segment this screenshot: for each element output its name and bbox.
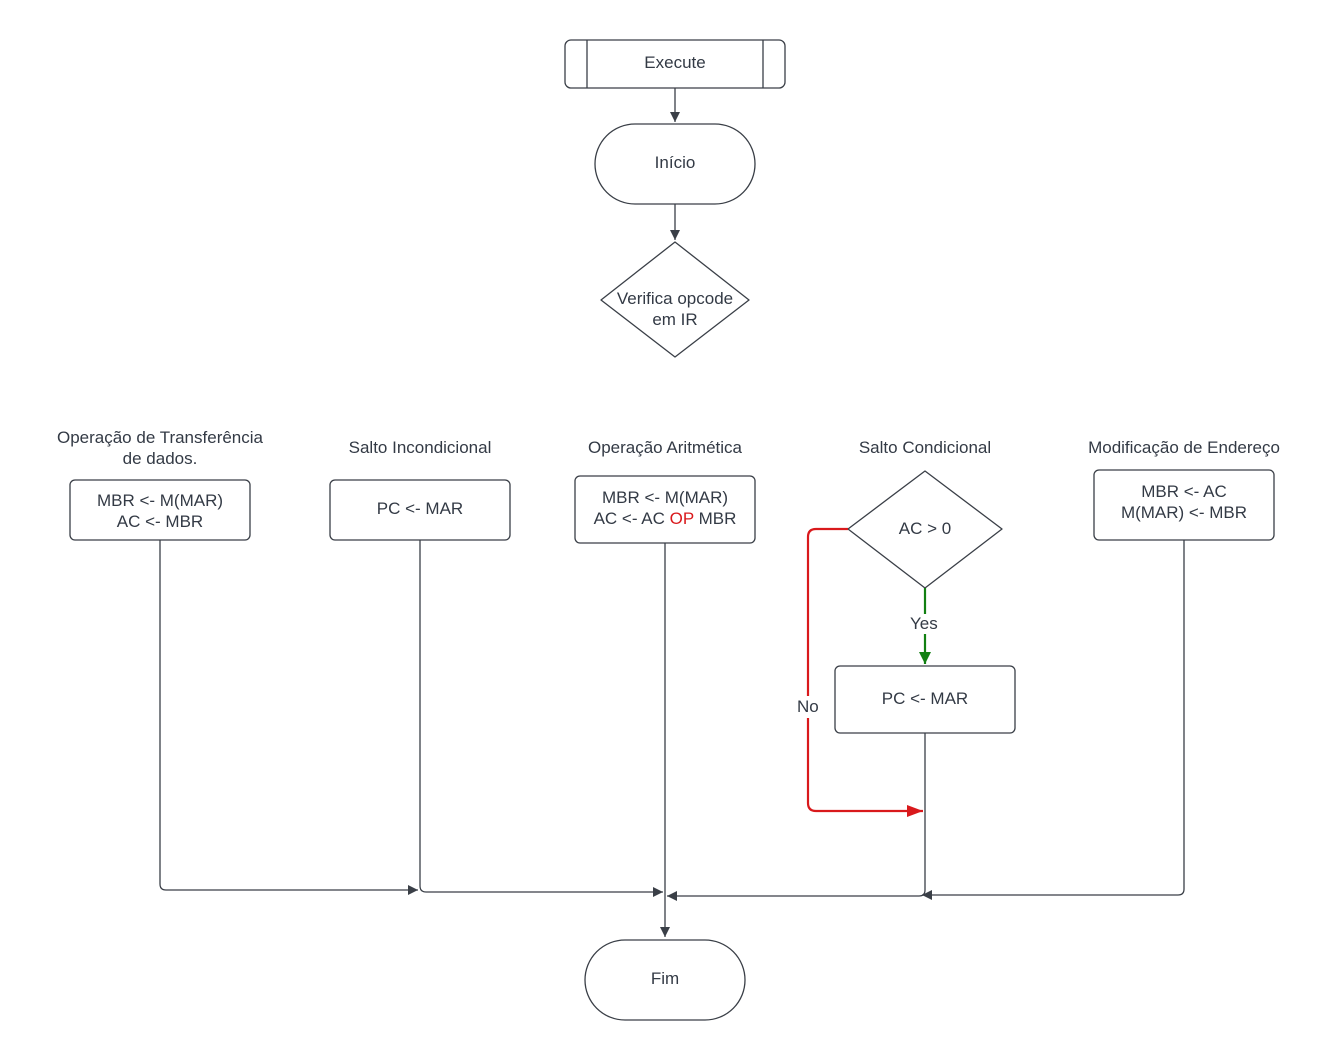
execute-label: Execute (644, 53, 706, 72)
fim-label: Fim (650, 969, 680, 988)
header-aritmetica: Operação Aritmética (587, 438, 742, 457)
salto-cond-action-label: PC <- MAR (881, 689, 969, 708)
verifica-label-line2: em IR (652, 310, 698, 329)
header-salto-condicional: Salto Condicional (858, 438, 992, 457)
header-transferencia-line2: de dados. (122, 449, 198, 468)
aritmetica-line1: MBR <- M(MAR) (601, 488, 729, 507)
execute-node (564, 39, 786, 89)
aritmetica-line2: AC <- AC OP MBR (575, 508, 755, 529)
transfer-label: MBR <- M(MAR) AC <- MBR (70, 490, 250, 532)
aritmetica-line2-a: AC <- AC (593, 509, 670, 528)
no-label: No (796, 696, 820, 718)
header-salto-incondicional: Salto Incondicional (348, 438, 492, 457)
fim-node (584, 939, 746, 1021)
edge-salto-inc-fim (419, 540, 663, 897)
modificacao-line2: M(MAR) <- MBR (1120, 503, 1248, 522)
verifica-label-line1: Verifica opcode (616, 289, 734, 308)
aritmetica-line2-b: MBR (693, 509, 737, 528)
op-highlight: OP (669, 509, 694, 528)
modificacao-label: MBR <- AC M(MAR) <- MBR (1094, 481, 1274, 523)
yes-label: Yes (908, 614, 940, 634)
header-transferencia-line1: Operação de Transferência (56, 428, 263, 447)
salto-inc-label: PC <- MAR (376, 499, 464, 518)
edge-no (806, 527, 923, 817)
header-transferencia: Operação de Transferência de dados. (40, 427, 280, 469)
edge-salto-cond-fim (667, 733, 926, 901)
verifica-opcode-node (600, 241, 750, 358)
inicio-label: Início (654, 153, 696, 172)
aritmetica-label: MBR <- M(MAR) AC <- AC OP MBR (575, 487, 755, 529)
edge-transfer-fim (159, 540, 418, 895)
transfer-line1: MBR <- M(MAR) (96, 491, 224, 510)
verifica-label: Verifica opcode em IR (595, 288, 755, 330)
modificacao-line1: MBR <- AC (1141, 482, 1227, 501)
transfer-line2: AC <- MBR (116, 512, 204, 531)
edge-mod-fim (922, 540, 1185, 900)
header-modificacao: Modificação de Endereço (1088, 438, 1280, 457)
cond-label: AC > 0 (898, 519, 952, 538)
